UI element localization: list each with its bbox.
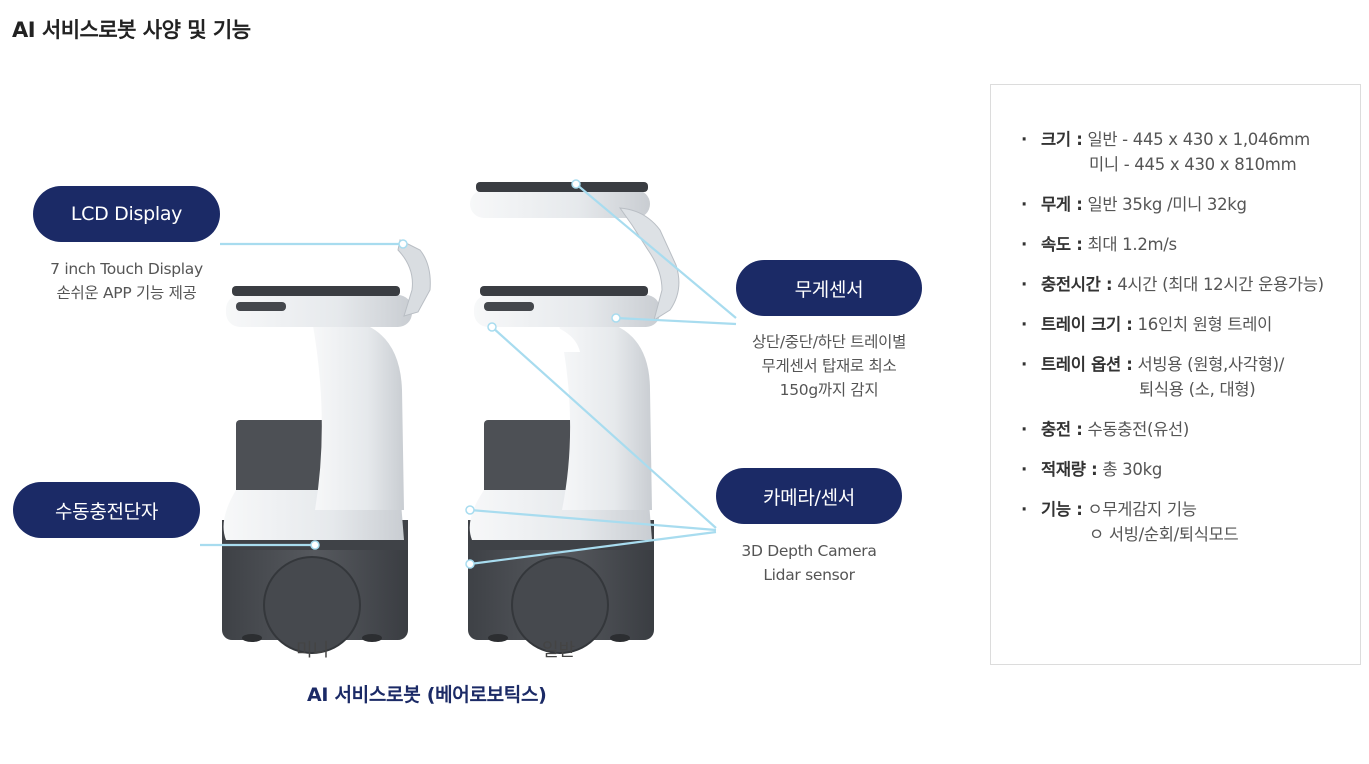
spec-key: 적재량 :: [1041, 460, 1098, 479]
weight-desc-line: 무게센서 탑재로 최소: [761, 357, 897, 375]
spec-item: · 적재량 : 총 30kg: [1021, 457, 1350, 482]
camera-sensor-callout: 카메라/센서: [716, 468, 902, 524]
page-title: AI 서비스로봇 사양 및 기능: [12, 18, 251, 42]
spec-item: · 크기 : 일반 - 445 x 430 x 1,046mm 미니 - 445 x…: [1021, 127, 1350, 177]
spec-line: 무게 : 일반 35kg /미니 32kg: [1041, 192, 1350, 217]
spec-key: 속도 :: [1041, 235, 1083, 254]
spec-item: · 충전 : 수동충전(유선): [1021, 417, 1350, 442]
spec-line: 크기 : 일반 - 445 x 430 x 1,046mm: [1041, 127, 1350, 152]
spec-key: 기능 :: [1041, 500, 1083, 519]
spec-item: · 속도 : 최대 1.2m/s: [1021, 232, 1350, 257]
spec-item: · 트레이 크기 : 16인치 원형 트레이: [1021, 312, 1350, 337]
callout-dots: [310, 179, 621, 569]
weight-sensor-callout: 무게센서: [736, 260, 922, 316]
spec-line: 충전 : 수동충전(유선): [1041, 417, 1350, 442]
camera-desc-line: Lidar sensor: [763, 566, 855, 584]
bullet-icon: ·: [1021, 235, 1027, 254]
spec-key: 트레이 크기 :: [1041, 315, 1133, 334]
spec-value: 최대 1.2m/s: [1087, 235, 1177, 254]
spec-value: 일반 - 445 x 430 x 1,046mm: [1087, 130, 1310, 149]
spec-line: 트레이 크기 : 16인치 원형 트레이: [1041, 312, 1350, 337]
spec-key: 충전 :: [1041, 420, 1083, 439]
spec-value: ㅇ무게감지 기능: [1087, 500, 1197, 519]
weight-desc-line: 상단/중단/하단 트레이별: [751, 333, 907, 351]
camera-desc-line: 3D Depth Camera: [741, 542, 877, 560]
robot-illustration: [200, 179, 737, 654]
spec-key: 충전시간 :: [1041, 275, 1113, 294]
spec-key: 크기 :: [1041, 130, 1083, 149]
spec-item: · 무게 : 일반 35kg /미니 32kg: [1021, 192, 1350, 217]
spec-value: 16인치 원형 트레이: [1137, 315, 1273, 334]
spec-key: 무게 :: [1041, 195, 1083, 214]
bullet-icon: ·: [1021, 460, 1027, 479]
lcd-desc-line: 7 inch Touch Display: [50, 260, 203, 278]
spec-list: · 크기 : 일반 - 445 x 430 x 1,046mm 미니 - 445 x…: [1021, 127, 1350, 562]
spec-value-continuation: 퇴식용 (소, 대형): [1139, 380, 1256, 399]
figure-caption: AI 서비스로봇 (베어로보틱스): [307, 684, 547, 706]
model-label-mini: 미니: [296, 640, 330, 661]
spec-value-continuation: 미니 - 445 x 430 x 810mm: [1089, 155, 1297, 174]
spec-value: 수동충전(유선): [1087, 420, 1190, 439]
spec-item: · 기능 : ㅇ무게감지 기능 ㅇ 서빙/순회/퇴식모드: [1021, 497, 1350, 547]
robot-standard: [468, 182, 680, 654]
model-label-standard: 일반: [542, 640, 576, 661]
spec-panel: · 크기 : 일반 - 445 x 430 x 1,046mm 미니 - 445 x…: [990, 84, 1361, 665]
robot-figure: LCD Display 7 inch Touch Display 손쉬운 APP…: [0, 60, 960, 740]
bullet-icon: ·: [1021, 420, 1027, 439]
callout-lines: [200, 183, 737, 566]
bullet-icon: ·: [1021, 130, 1027, 149]
spec-line: 적재량 : 총 30kg: [1041, 457, 1350, 482]
spec-line: 충전시간 : 4시간 (최대 12시간 운용가능): [1041, 272, 1350, 297]
spec-line: 기능 : ㅇ무게감지 기능: [1041, 497, 1350, 522]
spec-value: 일반 35kg /미니 32kg: [1087, 195, 1247, 214]
spec-key: 트레이 옵션 :: [1041, 355, 1133, 374]
spec-value-continuation: ㅇ 서빙/순회/퇴식모드: [1089, 525, 1239, 544]
spec-line: 트레이 옵션 : 서빙용 (원형,사각형)/: [1041, 352, 1350, 377]
bullet-icon: ·: [1021, 500, 1027, 519]
spec-value: 서빙용 (원형,사각형)/: [1137, 355, 1285, 374]
weight-sensor-description: 상단/중단/하단 트레이별 무게센서 탑재로 최소 150g까지 감지: [726, 330, 932, 402]
spec-value: 4시간 (최대 12시간 운용가능): [1117, 275, 1324, 294]
robot-mini: [222, 239, 431, 654]
charging-port-callout: 수동충전단자: [13, 482, 200, 538]
bullet-icon: ·: [1021, 195, 1027, 214]
bullet-icon: ·: [1021, 315, 1027, 334]
lcd-display-callout: LCD Display: [33, 186, 220, 242]
spec-value: 총 30kg: [1102, 460, 1162, 479]
lcd-desc-line: 손쉬운 APP 기능 제공: [56, 284, 197, 302]
weight-desc-line: 150g까지 감지: [779, 381, 879, 399]
spec-item: · 트레이 옵션 : 서빙용 (원형,사각형)/ 퇴식용 (소, 대형): [1021, 352, 1350, 402]
spec-item: · 충전시간 : 4시간 (최대 12시간 운용가능): [1021, 272, 1350, 297]
bullet-icon: ·: [1021, 355, 1027, 374]
spec-line: 속도 : 최대 1.2m/s: [1041, 232, 1350, 257]
bullet-icon: ·: [1021, 275, 1027, 294]
camera-sensor-description: 3D Depth Camera Lidar sensor: [706, 539, 912, 587]
lcd-display-description: 7 inch Touch Display 손쉬운 APP 기능 제공: [33, 257, 220, 305]
